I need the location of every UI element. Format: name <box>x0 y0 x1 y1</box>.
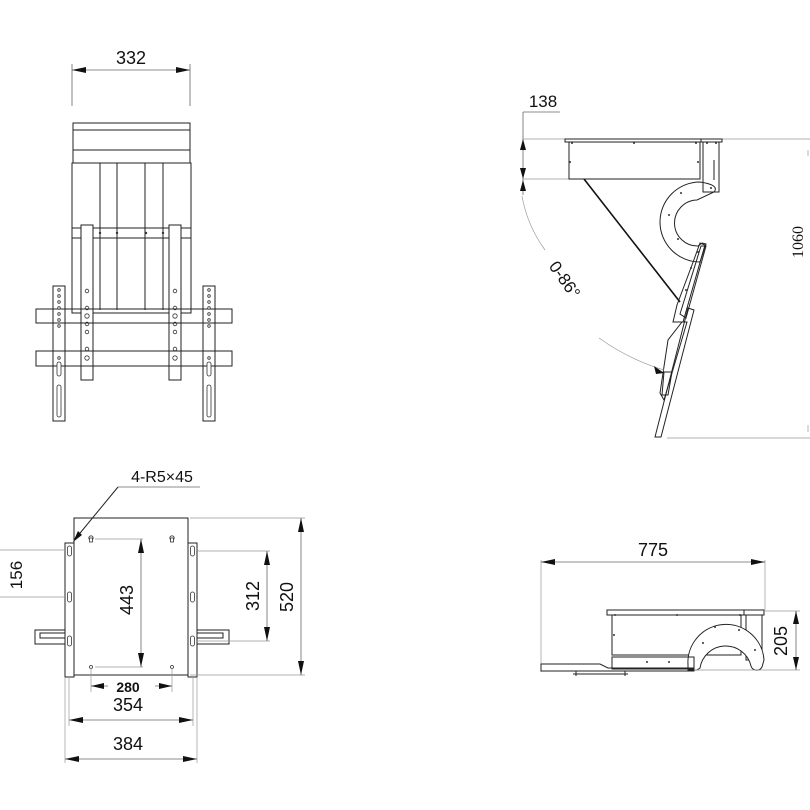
outer-width-label: 384 <box>113 734 143 754</box>
side-depth-label: 138 <box>529 92 557 111</box>
side-angle-label: 0-86° <box>545 258 584 302</box>
bracket-vertical-label: 312 <box>243 581 263 611</box>
hole-vertical-label: 443 <box>117 585 137 615</box>
hole-horizontal-label: 280 <box>116 679 140 695</box>
wall-plate-view: 4-R5×45 156 443 <box>0 469 305 763</box>
front-width-label: 332 <box>116 48 146 68</box>
slot-spacing-label: 156 <box>7 561 26 589</box>
inner-width-label: 354 <box>113 695 143 715</box>
side-view: 138 1060 <box>520 92 810 439</box>
plate-height-label: 520 <box>277 582 297 612</box>
folded-height-label: 205 <box>771 626 791 656</box>
front-view: 332 <box>35 48 233 422</box>
folded-view: 775 205 <box>540 540 800 676</box>
folded-length-label: 775 <box>638 540 668 560</box>
slot-callout-label: 4-R5×45 <box>131 469 193 486</box>
side-height-label: 1060 <box>790 226 807 258</box>
